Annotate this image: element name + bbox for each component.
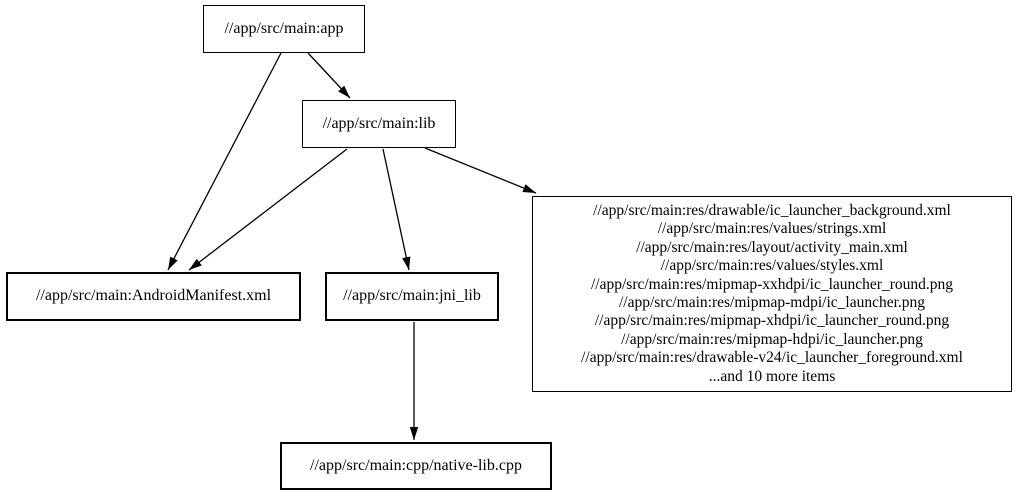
node-native-lib-cpp: //app/src/main:cpp/native-lib.cpp — [280, 442, 552, 490]
node-android-manifest-label: //app/src/main:AndroidManifest.xml — [35, 287, 272, 305]
res-file-line: //app/src/main:res/values/styles.xml — [660, 257, 884, 275]
edge-lib-manifest — [188, 148, 348, 271]
edge-app-lib — [307, 52, 351, 99]
node-native-lib-cpp-label: //app/src/main:cpp/native-lib.cpp — [310, 456, 522, 474]
res-file-line: //app/src/main:res/layout/activity_main.… — [636, 238, 908, 256]
node-jni-lib-label: //app/src/main:jni_lib — [343, 287, 481, 305]
res-file-line: //app/src/main:res/mipmap-hdpi/ic_launch… — [621, 330, 923, 348]
res-file-line: //app/src/main:res/drawable-v24/ic_launc… — [581, 349, 963, 367]
node-lib-target: //app/src/main:lib — [302, 100, 456, 148]
res-file-line: //app/src/main:res/mipmap-xxhdpi/ic_laun… — [590, 275, 953, 293]
edge-app-manifest — [167, 52, 282, 271]
res-file-line: //app/src/main:res/drawable/ic_launcher_… — [593, 201, 951, 219]
res-file-line: //app/src/main:res/values/strings.xml — [657, 220, 887, 238]
res-more-items-line: ...and 10 more items — [708, 367, 836, 385]
res-file-line: //app/src/main:res/mipmap-mdpi/ic_launch… — [618, 294, 926, 311]
node-res-file-group: //app/src/main:res/drawable/ic_launcher_… — [532, 196, 1012, 392]
node-jni-lib: //app/src/main:jni_lib — [325, 272, 499, 321]
node-app-target: //app/src/main:app — [203, 5, 365, 53]
node-android-manifest: //app/src/main:AndroidManifest.xml — [6, 272, 301, 321]
res-file-line: //app/src/main:res/mipmap-xhdpi/ic_launc… — [594, 312, 950, 330]
node-lib-label: //app/src/main:lib — [322, 114, 436, 132]
node-app-label: //app/src/main:app — [224, 19, 344, 37]
edge-lib-res-group — [424, 147, 537, 194]
edge-lib-jni-lib — [382, 148, 411, 271]
